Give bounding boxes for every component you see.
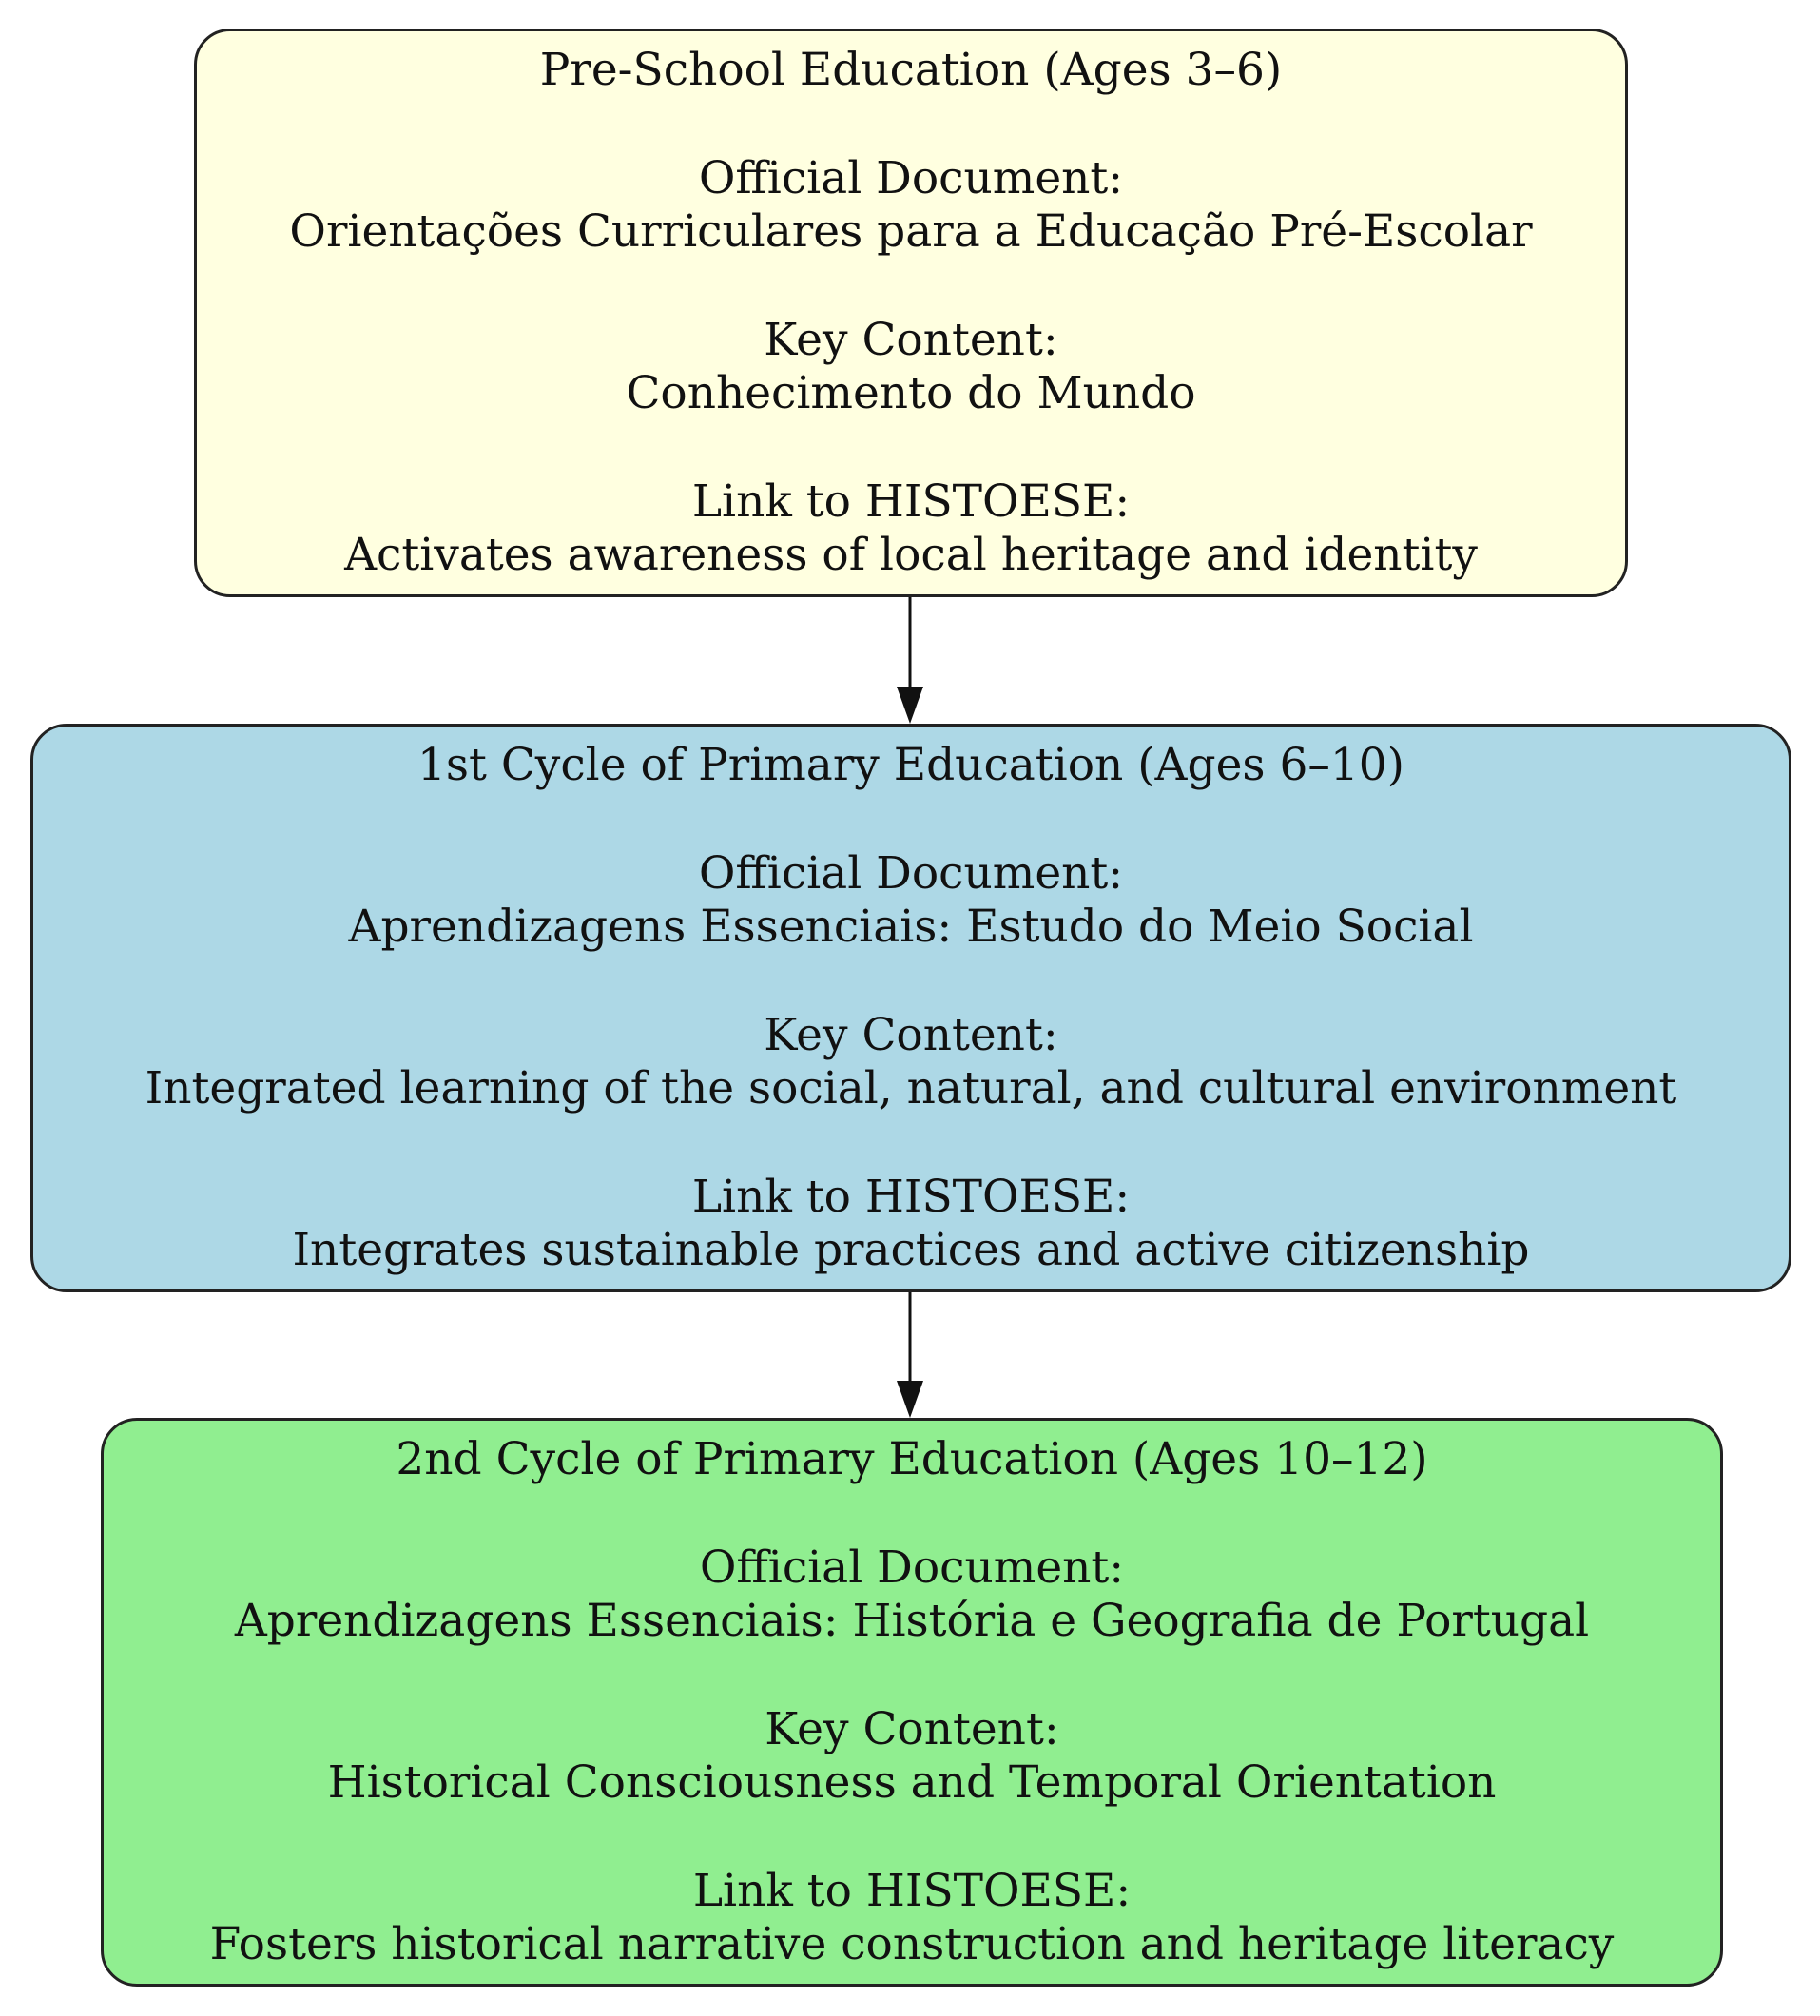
- histoese-link-value: Activates awareness of local heritage an…: [344, 529, 1478, 581]
- edge-cycle1-to-cycle2: [897, 1292, 923, 1418]
- official-document-label: Official Document:: [698, 847, 1124, 900]
- key-content-value: Conhecimento do Mundo: [626, 367, 1196, 419]
- official-document-value: Aprendizagens Essenciais: História e Geo…: [234, 1595, 1590, 1647]
- stage-node-cycle1: 1st Cycle of Primary Education (Ages 6–1…: [30, 724, 1791, 1292]
- histoese-link-label: Link to HISTOESE:: [691, 475, 1131, 528]
- histoese-link-label: Link to HISTOESE:: [691, 1171, 1131, 1223]
- official-document-value: Aprendizagens Essenciais: Estudo do Meio…: [348, 901, 1474, 953]
- stage-node-preschool: Pre-School Education (Ages 3–6) Official…: [194, 29, 1628, 597]
- arrowhead-icon: [897, 1381, 923, 1418]
- node-title: 1st Cycle of Primary Education (Ages 6–1…: [417, 739, 1404, 791]
- key-content-label: Key Content:: [764, 1009, 1058, 1061]
- official-document-label: Official Document:: [698, 152, 1124, 204]
- key-content-label: Key Content:: [765, 1703, 1059, 1755]
- key-content-value: Historical Consciousness and Temporal Or…: [327, 1756, 1497, 1809]
- official-document-label: Official Document:: [699, 1541, 1125, 1594]
- node-title: Pre-School Education (Ages 3–6): [539, 44, 1283, 96]
- node-title: 2nd Cycle of Primary Education (Ages 10–…: [396, 1433, 1428, 1485]
- edge-preschool-to-cycle1: [897, 597, 923, 724]
- key-content-label: Key Content:: [764, 314, 1058, 366]
- histoese-link-label: Link to HISTOESE:: [692, 1865, 1132, 1917]
- official-document-value: Orientações Curriculares para a Educação…: [289, 205, 1533, 258]
- arrowhead-icon: [897, 687, 923, 724]
- stage-node-cycle2: 2nd Cycle of Primary Education (Ages 10–…: [101, 1418, 1723, 1987]
- histoese-link-value: Integrates sustainable practices and act…: [292, 1224, 1530, 1276]
- key-content-value: Integrated learning of the social, natur…: [145, 1062, 1677, 1115]
- histoese-link-value: Fosters historical narrative constructio…: [209, 1918, 1615, 1970]
